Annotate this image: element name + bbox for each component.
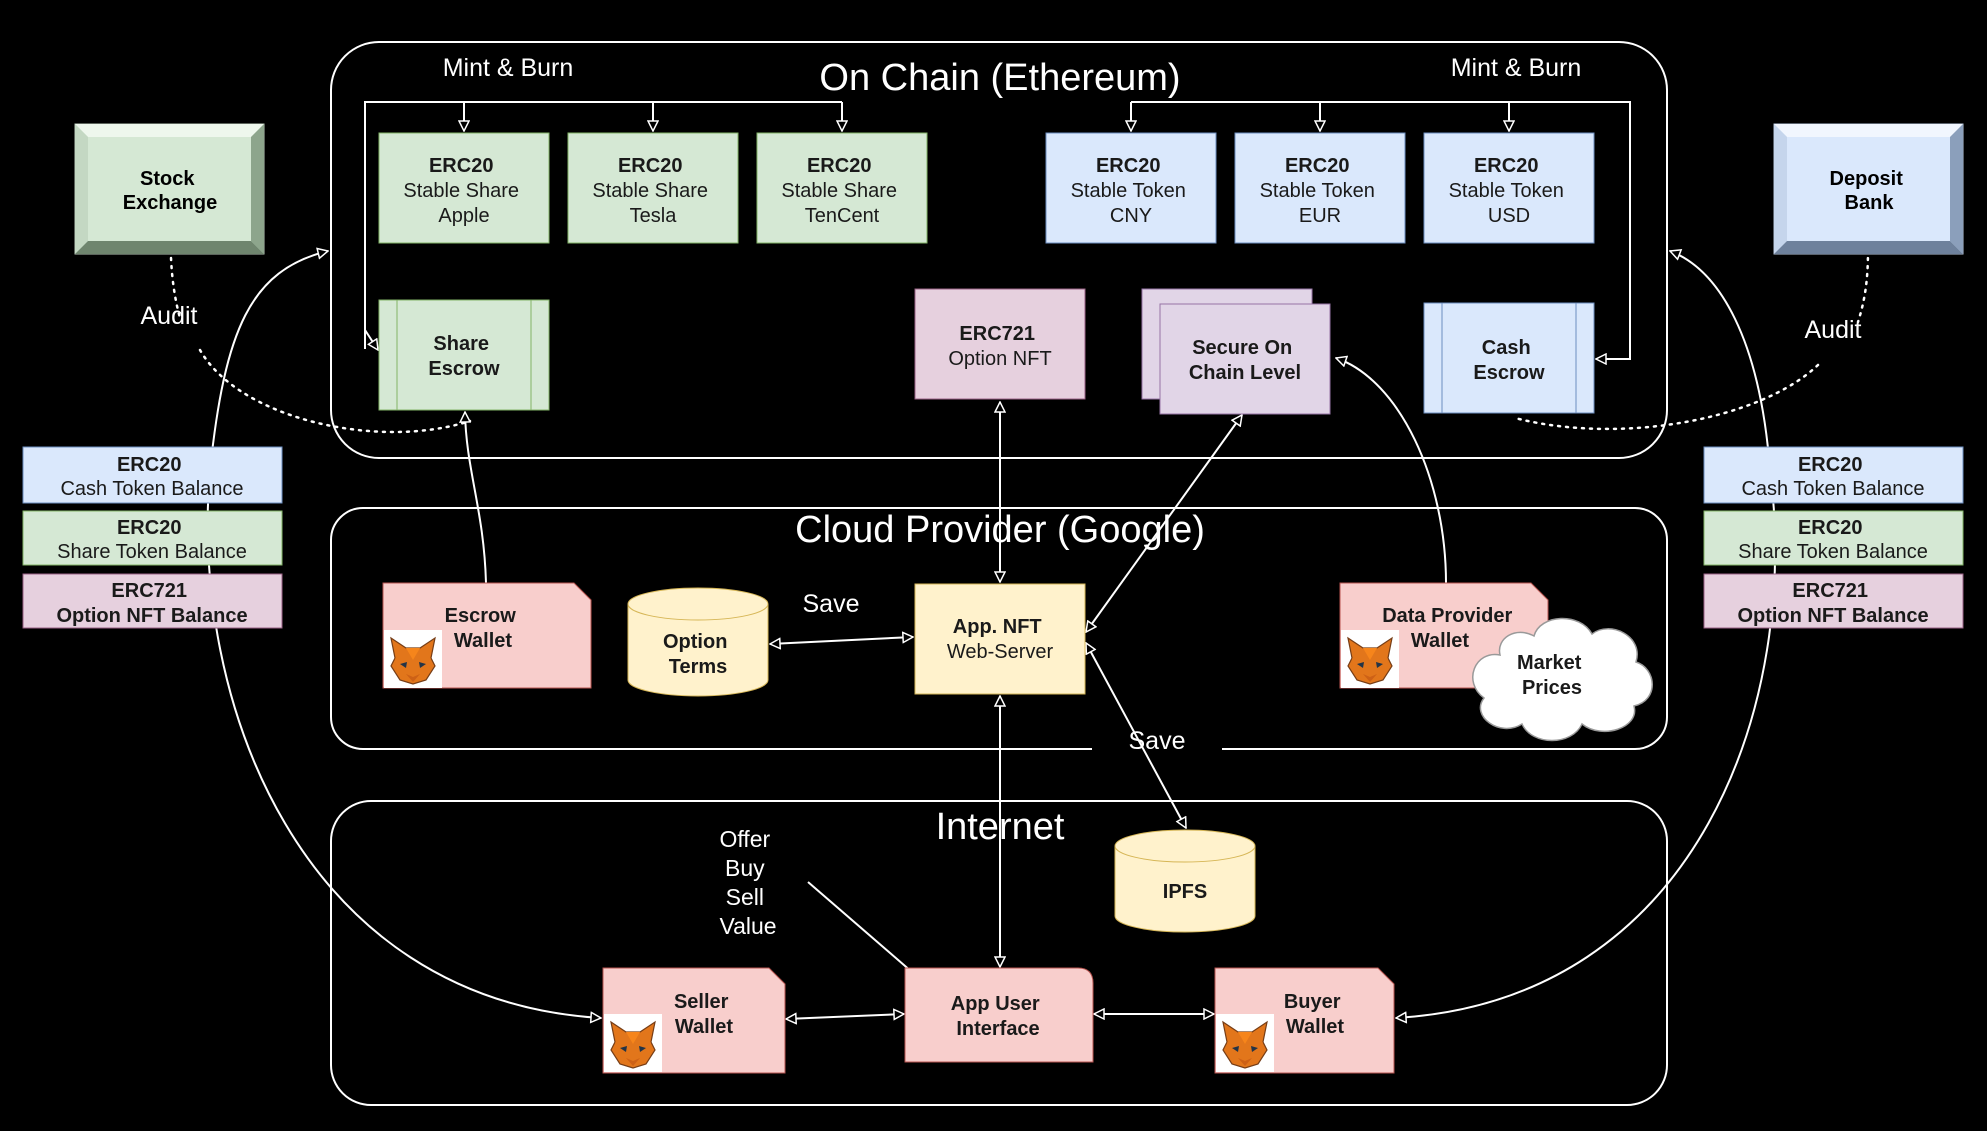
svg-text:ERC20 Stable Token: ERC20 Stable Token EUR [1260,155,1381,227]
svg-text:Stock Exchange: Stock Exchange [123,168,217,214]
mint-burn-right-label: Mint & Burn [1451,54,1582,82]
svg-text:ERC721 Option NFT Bala: ERC721 Option NFT Balance [56,580,247,627]
escrow-wallet-node: Escrow Wallet [382,582,592,689]
ipfs-node: IPFS [1114,829,1256,933]
token-tesla: ERC20 Stable Share Tesla [567,132,739,244]
svg-text:ERC20 Share Token Bala: ERC20 Share Token Balance [57,517,247,563]
svg-text:ERC721 Option NFT: ERC721 Option NFT [948,323,1051,370]
offer-annotation-line [807,881,913,973]
metamask-fox-icon [603,1013,663,1073]
market-prices-cloud: Market Prices [1472,617,1653,742]
balance-share-left: ERC20 Share Token Balance [22,510,283,566]
metamask-fox-icon [1215,1013,1275,1073]
svg-text:Option Terms: Option Terms [663,631,733,678]
seller-appui-link [786,1014,904,1019]
deposit-bank-line2: Bank [1845,192,1895,214]
svg-text:ERC20 Cash Token Balan: ERC20 Cash Token Balance [1741,454,1924,500]
webserver-to-ipfs [1085,643,1187,828]
seller-wallet-node: Seller Wallet [602,967,786,1074]
audit-left-label: Audit [141,302,198,330]
mint-to-share-escrow [364,329,378,350]
svg-text:Data Provider Wallet: Data Provider Wallet [1382,605,1518,652]
metamask-fox-icon [383,629,443,689]
token-usd: ERC20 Stable Token USD [1423,132,1595,244]
balances-right: ERC20 Cash Token Balance ERC20 Share Tok… [1703,446,1964,629]
option-terms-node: Option Terms [627,587,769,697]
svg-text:Seller Wallet: Seller Wallet [674,991,734,1038]
token-apple: ERC20 Stable Share Apple [378,132,550,244]
deposit-bank-box: Deposit Bank [1773,123,1964,255]
svg-text:ERC721 Option NFT Bala: ERC721 Option NFT Balance [1737,580,1928,627]
buyer-wallet-node: Buyer Wallet [1214,967,1395,1074]
svg-text:Secure On Chain Level: Secure On Chain Level [1189,337,1301,384]
save-ipfs-label: Save [1129,727,1186,755]
save-terms-label: Save [803,590,860,618]
token-tencent: ERC20 Stable Share TenCent [756,132,928,244]
svg-text:Market Prices: Market Prices [1517,652,1587,699]
terms-webserver-link [770,637,913,644]
svg-text:Deposit Bank: Deposit Bank [1830,168,1909,214]
svg-text:ERC20 Stable Share: ERC20 Stable Share TenCent [781,155,902,227]
svg-text:IPFS: IPFS [1163,881,1207,903]
audit-left-curve [169,256,472,434]
svg-text:ERC20 Share Token Bala: ERC20 Share Token Balance [1738,517,1928,563]
token-eur: ERC20 Stable Token EUR [1234,132,1406,244]
balances-left: ERC20 Cash Token Balance ERC20 Share Tok… [22,446,283,629]
balance-share-right: ERC20 Share Token Balance [1703,510,1964,566]
stock-exchange-box: Stock Exchange [74,123,265,255]
app-ui-node: App User Interface [904,967,1094,1063]
audit-right-curve [1513,248,1870,431]
deposit-bank-line1: Deposit [1830,168,1904,190]
on-chain-title: On Chain (Ethereum) [819,57,1180,99]
svg-text:ERC20 Stable Share: ERC20 Stable Share Tesla [592,155,713,227]
svg-text:ERC20 Stable Share: ERC20 Stable Share Apple [403,155,524,227]
svg-text:Escrow Wallet: Escrow Wallet [445,605,522,652]
svg-text:ERC20 Stable Token: ERC20 Stable Token CNY [1071,155,1192,227]
stock-exchange-line2: Exchange [123,192,217,214]
cash-escrow-node: Cash Escrow [1423,302,1595,414]
svg-text:Share Escrow: Share Escrow [428,333,500,380]
balance-nft-left: ERC721 Option NFT Balance [22,573,283,629]
escrow-wallet-to-share-escrow [465,412,487,584]
svg-text:App. NFT Web-Server: App. NFT Web-Server [947,616,1054,663]
svg-text:Cash Escrow: Cash Escrow [1473,337,1545,384]
balance-cash-left: ERC20 Cash Token Balance [22,446,283,504]
svg-text:ERC20 Cash Token Balan: ERC20 Cash Token Balance [60,454,243,500]
stock-exchange-line1: Stock [140,168,195,190]
offer-label: Offer Buy Sell Value [719,826,776,939]
web-server-node: App. NFT Web-Server [914,583,1086,695]
audit-right-label: Audit [1805,316,1862,344]
share-escrow-node: Share Escrow [378,299,550,411]
secure-chain-webserver-link [1086,415,1242,632]
secure-chain-node: Secure On Chain Level [1141,288,1331,415]
balance-nft-right: ERC721 Option NFT Balance [1703,573,1964,629]
svg-text:Buyer Wallet: Buyer Wallet [1284,991,1346,1038]
mint-burn-left-label: Mint & Burn [443,54,574,82]
svg-text:ERC20 Stable Token: ERC20 Stable Token USD [1449,155,1570,227]
metamask-fox-icon [1340,629,1400,689]
balance-cash-right: ERC20 Cash Token Balance [1703,446,1964,504]
svg-text:App User Interface: App User Interface [951,993,1045,1040]
option-nft-node: ERC721 Option NFT [914,288,1086,400]
token-cny: ERC20 Stable Token CNY [1045,132,1217,244]
